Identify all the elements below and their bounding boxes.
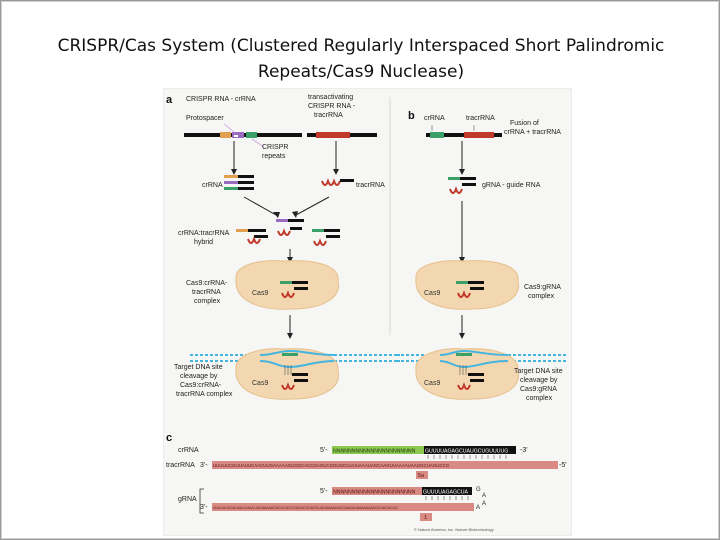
target-label-a-1: Target DNA site [174, 364, 223, 371]
crrna-label-b: crRNA [424, 115, 445, 122]
tracrrna-three-prime: 3'- [200, 462, 208, 469]
crrna-basepair-ticks [427, 455, 507, 459]
grna-seq-box [212, 503, 474, 511]
crispr-locus [184, 132, 302, 138]
panel-a-letter: a [166, 94, 173, 106]
fusion-locus [426, 125, 502, 138]
slide-title-line-2: Repeats/Cas9 Nuclease) [257, 62, 465, 82]
tracrrna-label-c: tracrRNA [166, 462, 195, 469]
site-1-label: 1 [424, 515, 427, 521]
target-label-b-4: complex [526, 395, 553, 402]
crrna-spacer-box [332, 446, 424, 454]
complex-label-a-1: Cas9:crRNA- [186, 280, 228, 287]
tracrrna-label-a: tracrRNA [356, 182, 385, 189]
grna-loop-a3: A [476, 505, 480, 511]
cas9-protein-b-target [415, 348, 520, 400]
crispr-figure-svg: a CRISPR RNA - crRNA transactivating CRI… [166, 94, 568, 532]
tracrrna-seq-box [212, 461, 558, 469]
target-label-a-2: cleavage by [180, 373, 218, 380]
hybrid-1 [236, 229, 268, 244]
target-dna-a [190, 354, 400, 362]
slide-title: CRISPR/Cas System (Clustered Regularly I… [1, 33, 720, 85]
tracrrna-five-prime: -5' [559, 462, 567, 469]
complex-label-b-1: Cas9:gRNA [524, 284, 561, 291]
tracrrna-hairpin-a [321, 178, 354, 186]
panel-b-letter: b [408, 110, 415, 122]
crrna-repeat-seq: GUUUUAGAGCUAUGCUGUUUUG [425, 449, 508, 455]
complex-label-a-3: complex [194, 298, 221, 305]
cas9-protein-a [235, 260, 340, 310]
site-5a-box [416, 471, 428, 479]
panel-c-letter: c [166, 432, 172, 444]
grna-label-c: gRNA [178, 496, 197, 503]
figure-credit: © Nature America, Inc. Nature Biotechnol… [414, 527, 494, 532]
crrna-label-c: crRNA [178, 447, 199, 454]
grna-basepair-ticks [425, 496, 469, 500]
crrna-label-a: crRNA [202, 182, 223, 189]
grna-loop-a1: A [482, 493, 486, 499]
grna-spacer-seq: NNNNNNNNNNNNNNNNNNNNNN [333, 490, 416, 496]
protospacer-label: Protospacer [186, 115, 224, 122]
cas9-label-a: Cas9 [252, 290, 268, 297]
grna-seq: UUUUUUCGUUAUUCAACUUGAAAAAGUGGCACCGAGUCGG… [213, 506, 398, 510]
site-5a-label: 5a [418, 473, 425, 479]
crispr-repeats-label-1: CRISPR [262, 144, 288, 151]
transactivating-label-3: tracrRNA [314, 112, 343, 119]
grna-repeat-box [422, 487, 472, 495]
hybrid-3 [312, 229, 340, 246]
cas9-protein-b [415, 260, 520, 310]
cas9-label-b-target: Cas9 [424, 380, 440, 387]
crispr-repeats-label-2: repeats [262, 153, 286, 160]
cas9-label-b: Cas9 [424, 290, 440, 297]
hybrid-label-1: crRNA:tracrRNA [178, 230, 230, 237]
grna-three-prime: 3'- [200, 504, 208, 511]
tracrrna-label-b: tracrRNA [466, 115, 495, 122]
crrna-repeat-box [424, 446, 516, 454]
target-label-b-3: Cas9:gRNA [520, 386, 557, 393]
crrna-spacer-seq: NNNNNNNNNNNNNNNNNNNNNN [333, 449, 416, 455]
grna-label-b: gRNA - guide RNA [482, 182, 541, 189]
site-1-box [420, 513, 432, 521]
complex-label-a-2: tracrRNA [192, 289, 221, 296]
cas9-protein-a-target [235, 348, 340, 400]
grna-spacer-box [332, 487, 422, 495]
target-label-b-2: cleavage by [520, 377, 558, 384]
cas9-bound-rna-a [280, 281, 308, 298]
fusion-label-1: Fusion of [510, 120, 539, 127]
target-label-b-1: Target DNA site [514, 368, 563, 375]
fusion-label-2: crRNA + tracrRNA [504, 129, 561, 136]
target-label-a-3: Cas9:crRNA- [180, 382, 222, 389]
slide-title-line-1: CRISPR/Cas System (Clustered Regularly I… [57, 36, 665, 56]
grna-loop-g: G [476, 487, 481, 493]
crrna-three-prime: -3' [520, 447, 528, 454]
crispr-figure: a CRISPR RNA - crRNA transactivating CRI… [163, 88, 572, 536]
hybrid-label-2: hybrid [194, 239, 213, 246]
grna-loop-a2: A [482, 501, 486, 507]
cas9-label-a-target: Cas9 [252, 380, 268, 387]
cas9-target-rna-a [281, 365, 308, 390]
cas9-target-rna-b [457, 365, 484, 390]
crrna-array [224, 175, 254, 190]
crrna-five-prime: 5'- [320, 447, 328, 454]
target-label-a-4: tracrRNA complex [176, 391, 233, 398]
transactivating-label-1: transactivating [308, 94, 353, 101]
grna-b [448, 177, 476, 194]
grna-repeat-seq: GUUUUAGAGCUA [423, 490, 469, 496]
tracr-locus [307, 132, 377, 138]
grna-five-prime: 5'- [320, 488, 328, 495]
complex-label-b-2: complex [528, 293, 555, 300]
cas9-bound-rna-b [456, 281, 484, 298]
tracrrna-seq: UUUUUCGUUAUUCAACUUGAAAAAGUGGCACCGAGUCGGU… [213, 463, 450, 468]
panel-a-crrna-title: CRISPR RNA - crRNA [186, 96, 256, 103]
hybrid-2 [276, 219, 304, 236]
transactivating-label-2: CRISPR RNA - [308, 103, 356, 110]
